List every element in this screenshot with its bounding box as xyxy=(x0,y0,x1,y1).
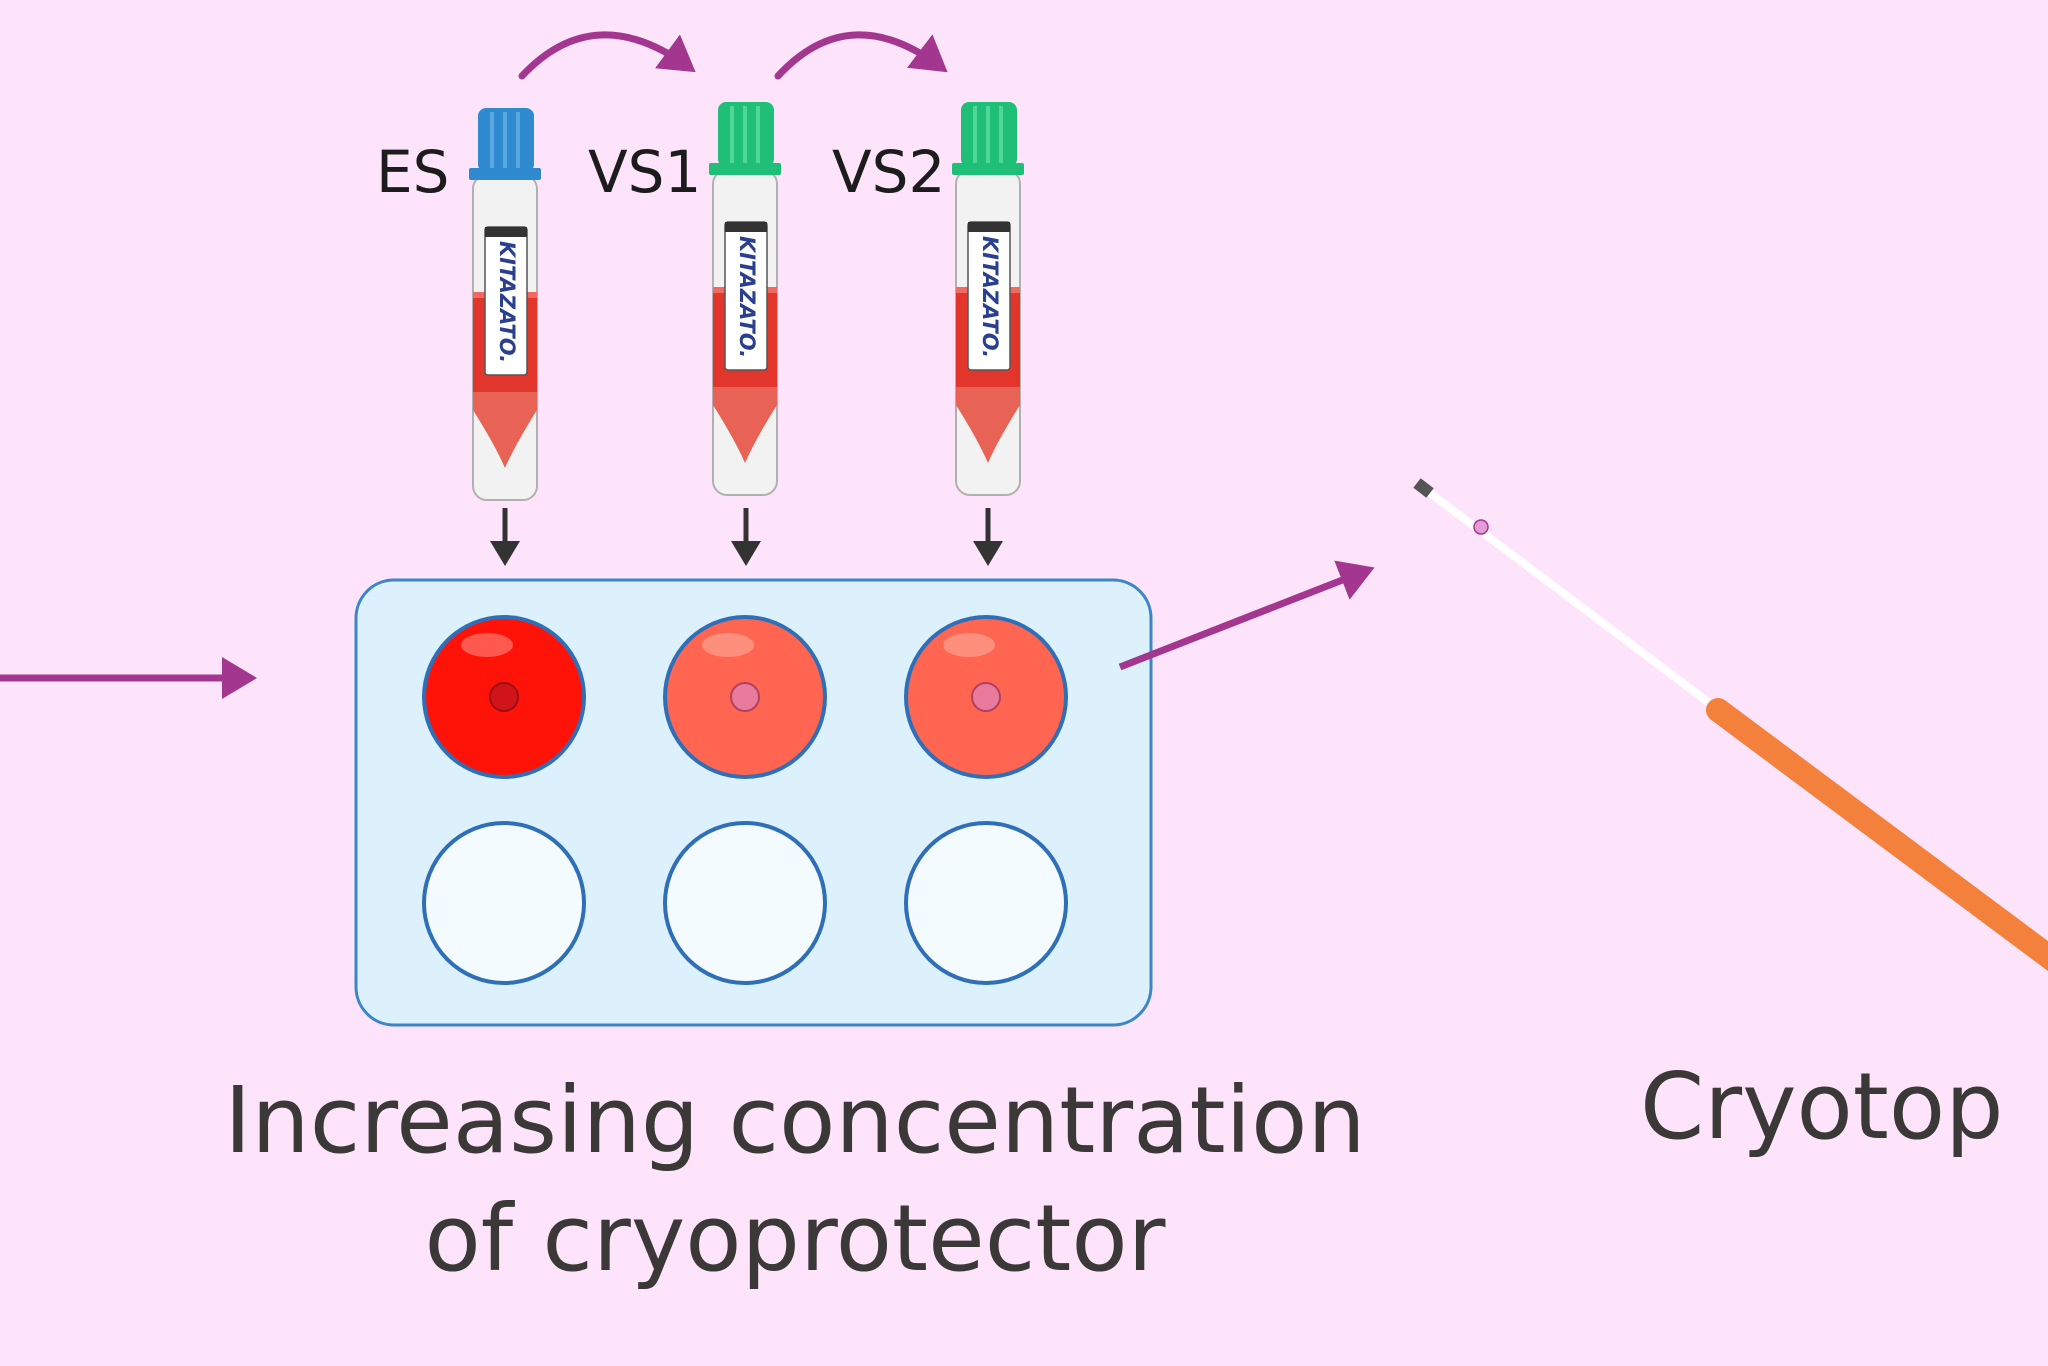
kitazato-brand-text: KITAZATO. xyxy=(495,241,519,363)
cryotop-label: Cryotop xyxy=(1640,1053,2004,1160)
well-es-filled xyxy=(422,615,586,779)
transfer-arrow-vs1-to-vs2 xyxy=(774,31,948,80)
transfer-arrow-es-to-vs1 xyxy=(518,31,696,80)
kitazato-brand-text: KITAZATO. xyxy=(735,236,759,358)
kitazato-brand-text: KITAZATO. xyxy=(978,236,1002,358)
caption-line-2: of cryoprotector xyxy=(424,1184,1166,1292)
tube-es: KITAZATO. xyxy=(469,108,541,501)
tube-label-vs1: VS1 xyxy=(588,138,702,206)
tube-label-vs2: VS2 xyxy=(832,138,946,206)
tube-vs2: KITAZATO. xyxy=(952,102,1024,496)
well-vs2-filled xyxy=(904,615,1068,779)
well-vs1-filled xyxy=(663,615,827,779)
tray-to-cryotop-arrow xyxy=(1118,560,1375,671)
tube-label-es: ES xyxy=(376,138,450,206)
diagram-caption: Increasing concentration of cryoprotecto… xyxy=(175,1062,1415,1298)
caption-line-1: Increasing concentration xyxy=(224,1067,1366,1174)
cryotop-device xyxy=(1413,478,2048,972)
well-empty xyxy=(904,821,1068,985)
tube-vs1: KITAZATO. xyxy=(709,102,781,496)
well-empty xyxy=(663,821,827,985)
well-empty xyxy=(422,821,586,985)
